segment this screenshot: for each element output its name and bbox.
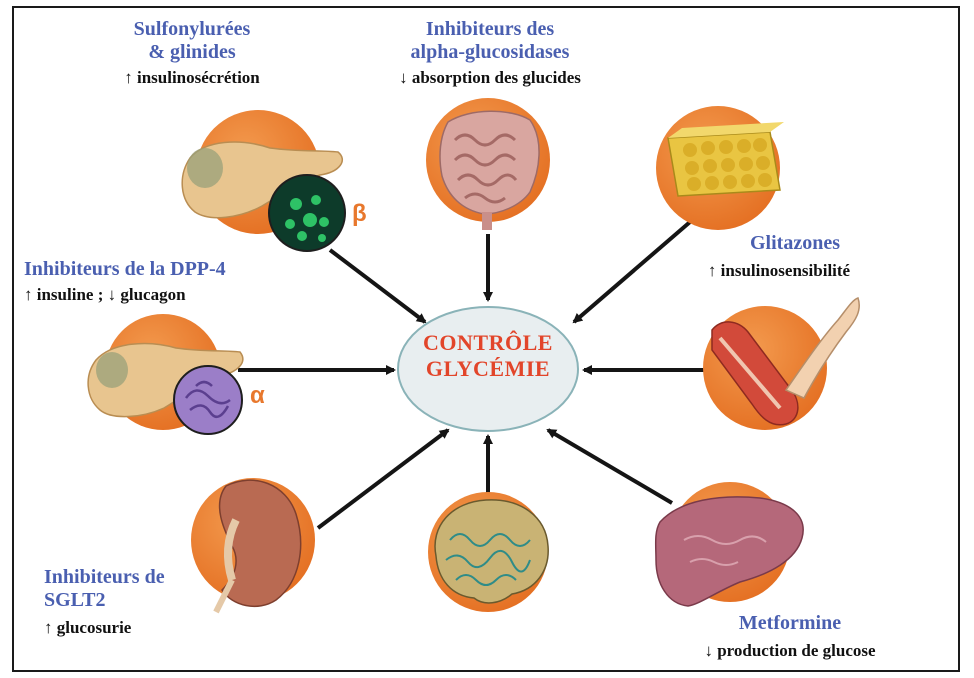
alpha-glucosidases-name-line2: alpha-glucosidases [360, 41, 620, 64]
label-sulfonylurees: Sulfonylurées & glinides ↑ insulinosécré… [92, 18, 292, 88]
beta-label: β [352, 200, 367, 228]
brain-icon [428, 492, 548, 612]
sulfonylurees-effect: ↑ insulinosécrétion [92, 68, 292, 88]
metformine-name: Metformine [660, 612, 920, 635]
muscle-arm-icon [703, 298, 859, 430]
label-sglt2: Inhibiteurs de SGLT2 ↑ glucosurie [44, 566, 224, 638]
pancreas-beta-icon [182, 110, 345, 251]
label-alpha-glucosidases: Inhibiteurs des alpha-glucosidases ↓ abs… [360, 18, 620, 88]
sulfonylurees-name-line2: & glinides [92, 41, 292, 64]
sglt2-effect: ↑ glucosurie [44, 618, 224, 638]
adipose-tissue-icon [656, 106, 784, 230]
dpp4-effect: ↑ insuline ; ↓ glucagon [24, 285, 314, 305]
arrow-metformine [548, 430, 672, 503]
center-line1: CONTRÔLE [400, 330, 576, 356]
label-glitazones: Glitazones ↑ insulinosensibilité [664, 232, 894, 281]
label-metformine: Metformine ↓ production de glucose [660, 612, 920, 661]
arrow-sulfonylurees [330, 250, 425, 322]
alpha-glucosidases-effect: ↓ absorption des glucides [360, 68, 620, 88]
alpha-glucosidases-name-line1: Inhibiteurs des [360, 18, 620, 41]
glitazones-name: Glitazones [664, 232, 894, 255]
arrow-sglt2 [318, 430, 448, 528]
pancreas-alpha-icon [88, 314, 243, 434]
liver-icon [656, 482, 803, 606]
center-line2: GLYCÉMIE [400, 356, 576, 382]
label-dpp4: Inhibiteurs de la DPP-4 ↑ insuline ; ↓ g… [24, 258, 314, 305]
glitazones-effect: ↑ insulinosensibilité [664, 261, 894, 281]
alpha-label: α [250, 382, 265, 410]
sglt2-name-line1: Inhibiteurs de [44, 566, 224, 589]
metformine-effect: ↓ production de glucose [660, 641, 920, 661]
dpp4-name: Inhibiteurs de la DPP-4 [24, 258, 314, 281]
center-label: CONTRÔLE GLYCÉMIE [400, 330, 576, 383]
intestine-icon [426, 98, 550, 230]
sulfonylurees-name-line1: Sulfonylurées [92, 18, 292, 41]
sglt2-name-line2: SGLT2 [44, 589, 224, 612]
